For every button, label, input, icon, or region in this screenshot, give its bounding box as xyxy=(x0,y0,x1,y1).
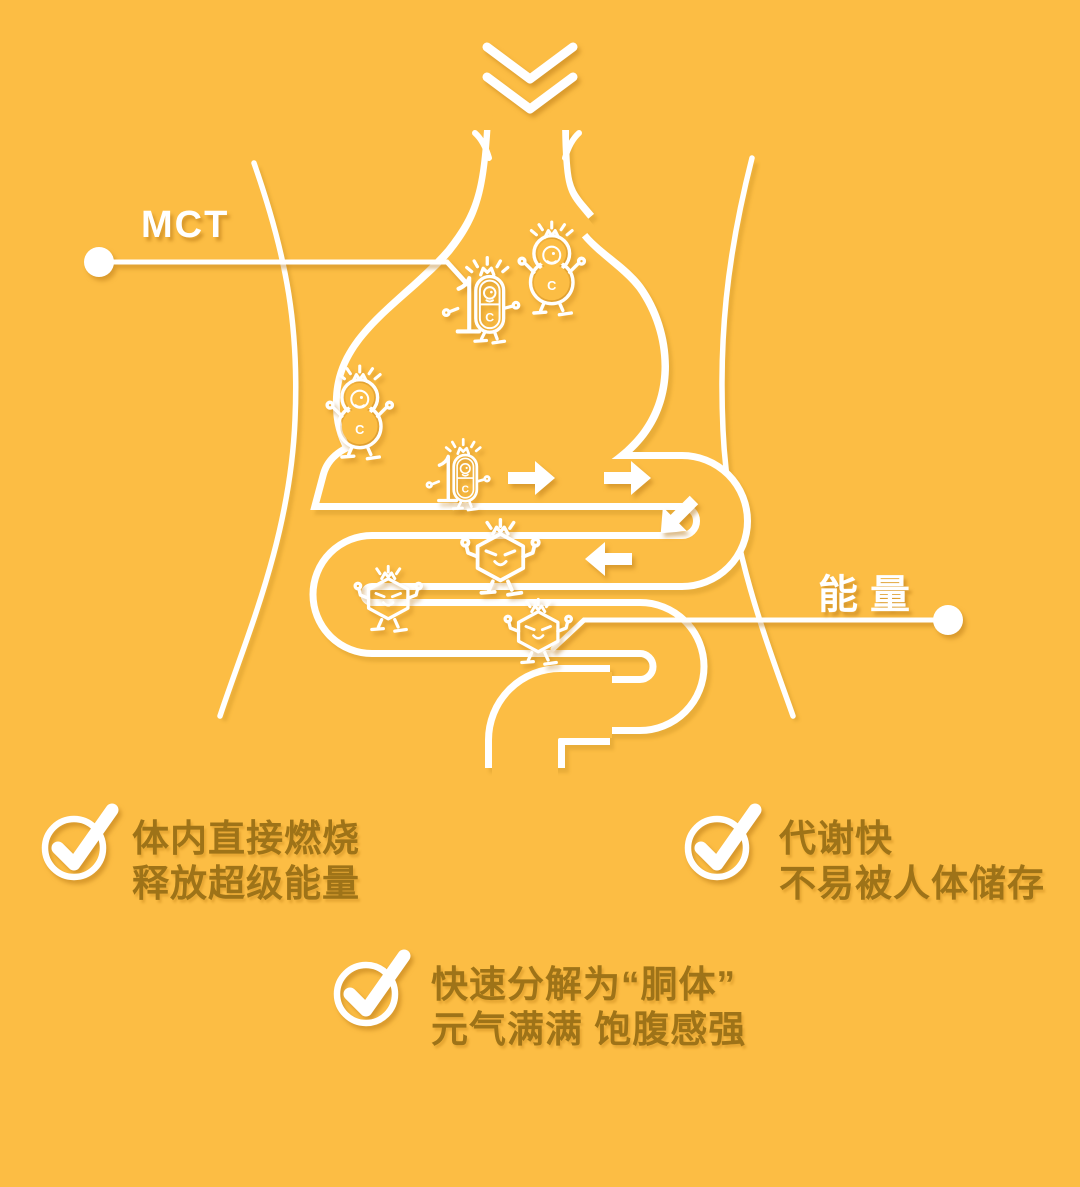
energy-label: 能量 xyxy=(818,573,922,617)
benefit-2: 代谢快 不易被人体储存 xyxy=(779,816,1045,906)
body-outline xyxy=(217,155,796,719)
benefit-1-line1: 体内直接燃烧 xyxy=(132,818,360,859)
benefit-2-line2: 不易被人体储存 xyxy=(779,863,1045,904)
chevron-down-icon xyxy=(482,42,578,114)
energy-callout xyxy=(550,605,963,652)
mct-label: MCT xyxy=(141,204,230,246)
esophagus-flare xyxy=(472,130,582,161)
callout-lines xyxy=(84,247,963,652)
check-icon xyxy=(330,942,422,1034)
benefit-2-line1: 代谢快 xyxy=(779,818,893,859)
check-icon xyxy=(681,796,773,888)
check-icon xyxy=(38,796,130,888)
mct-callout xyxy=(84,247,470,287)
benefit-3-line2: 元气满满 饱腹感强 xyxy=(431,1009,747,1050)
tract-hollow xyxy=(316,111,744,784)
benefit-1-line2: 释放超级能量 xyxy=(132,863,360,904)
benefit-1: 体内直接燃烧 释放超级能量 xyxy=(132,816,360,906)
benefit-3-line1: 快速分解为“胴体” xyxy=(431,964,736,1005)
benefit-3: 快速分解为“胴体” 元气满满 饱腹感强 xyxy=(431,962,746,1052)
